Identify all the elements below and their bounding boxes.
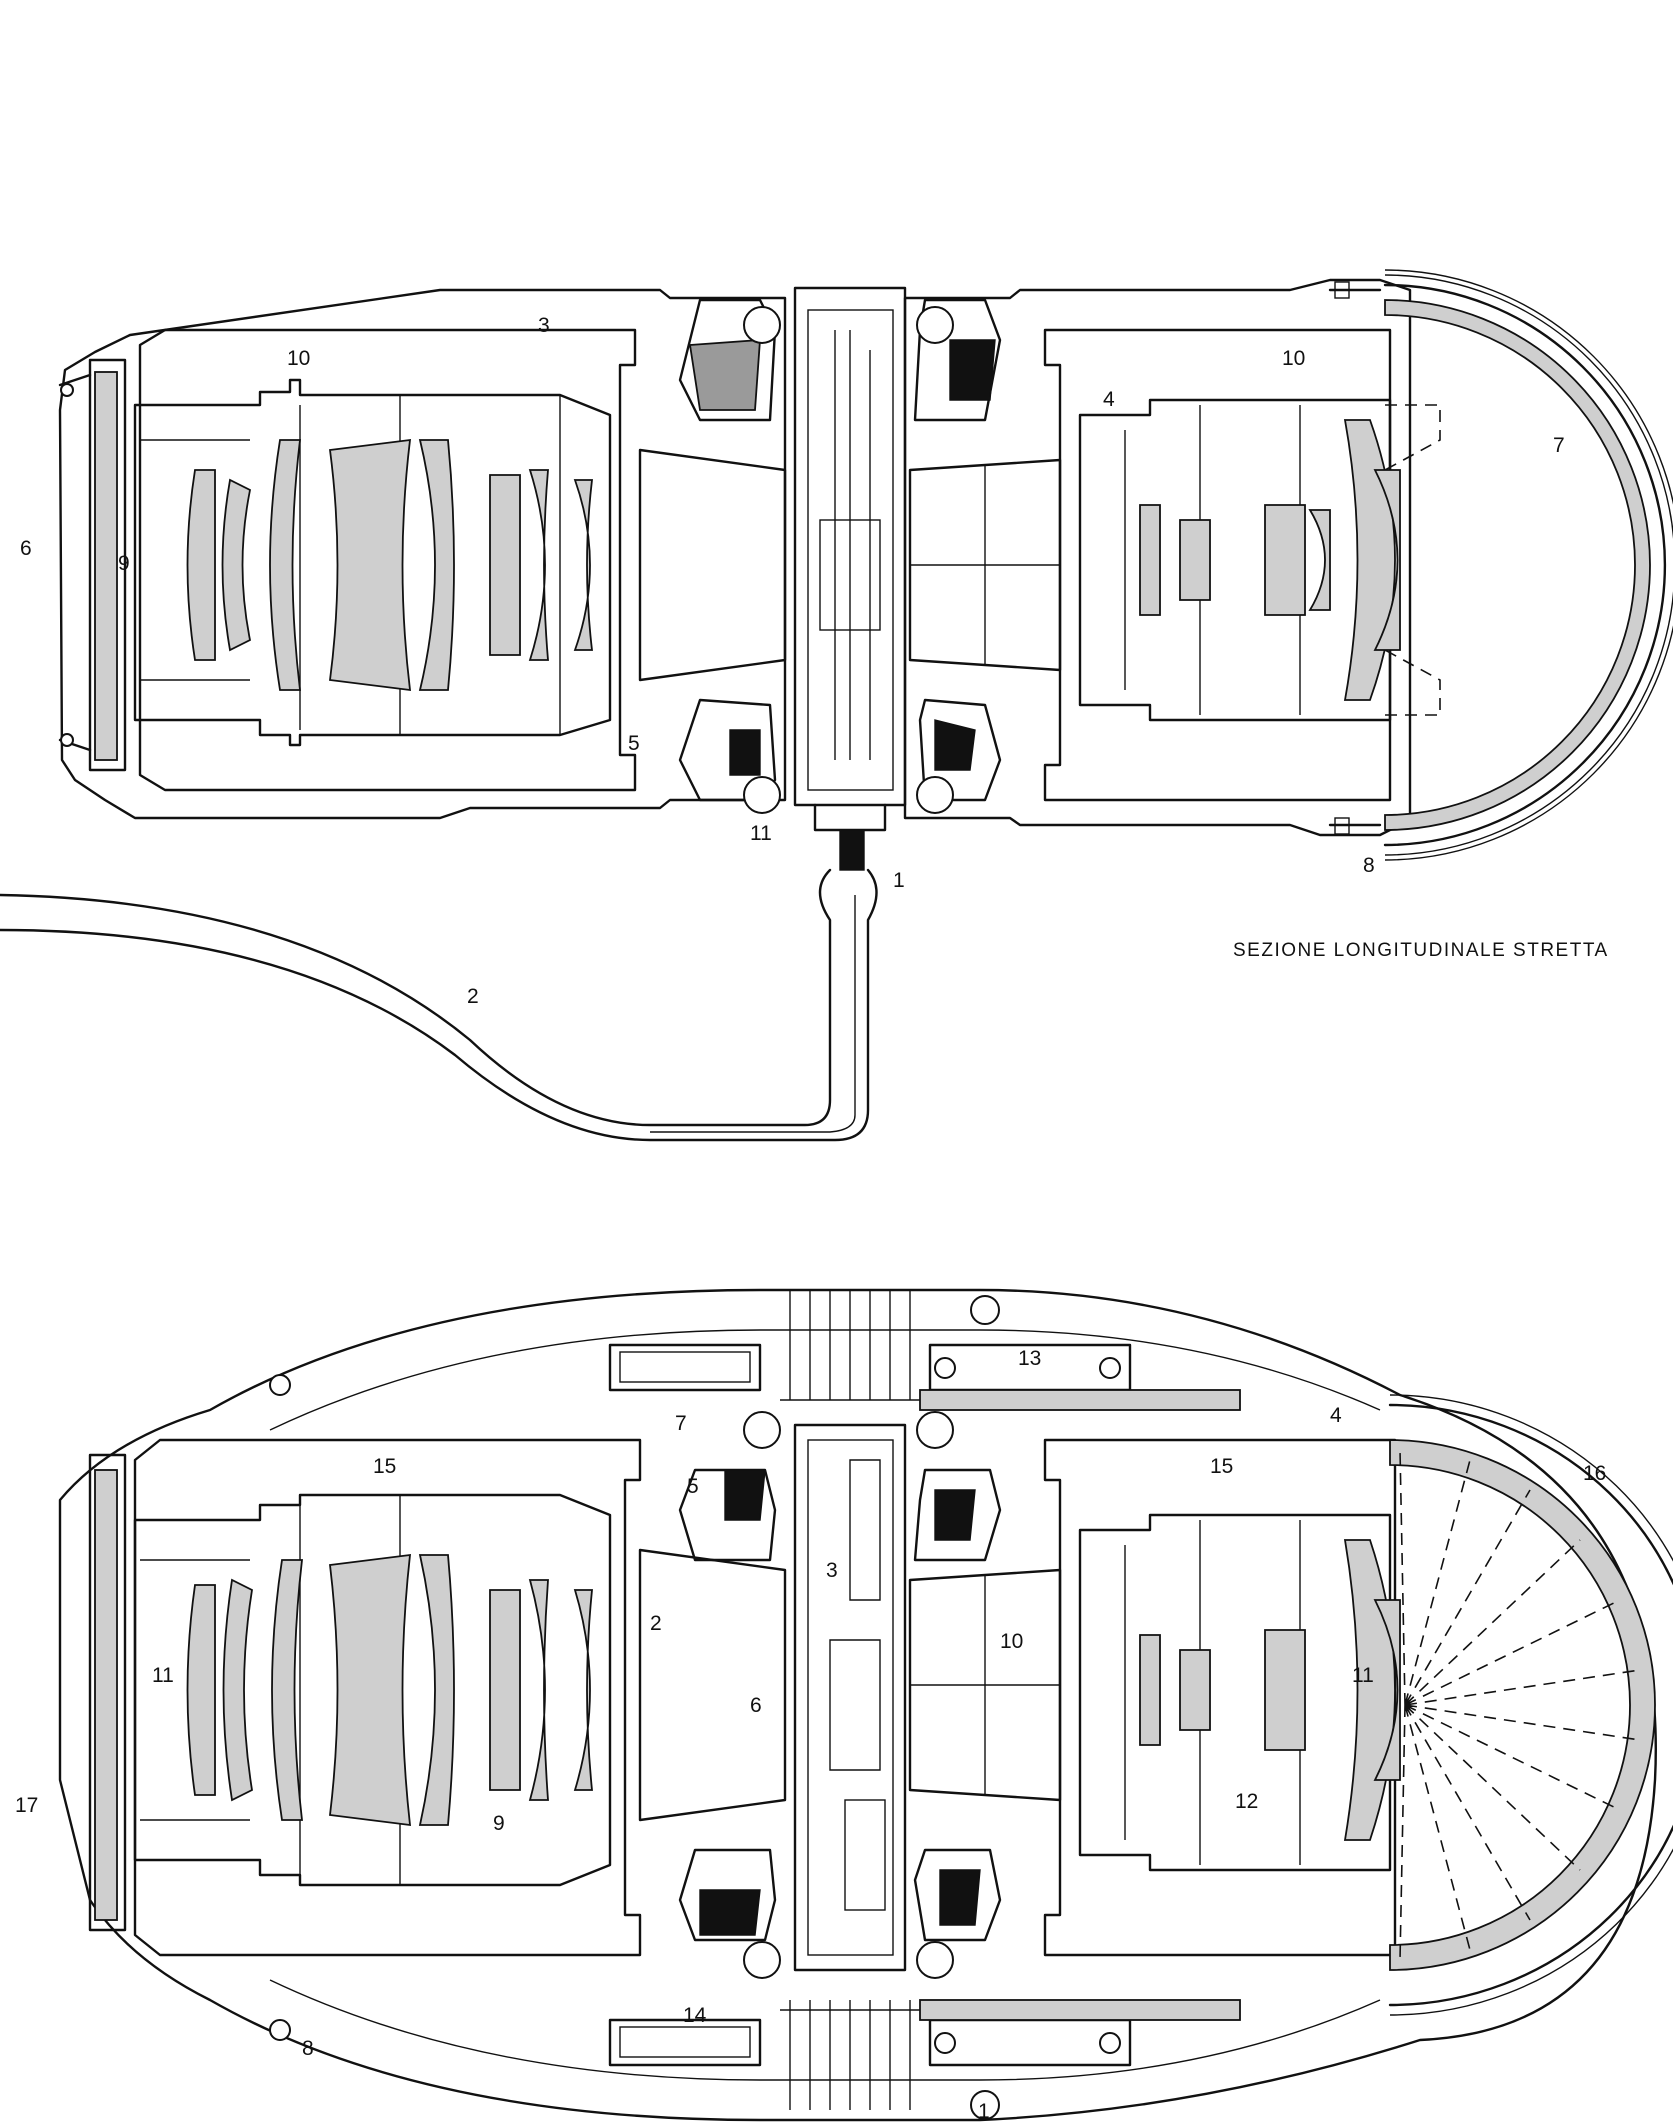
- callout-top-11: 11: [750, 822, 772, 845]
- callout-bottom-5: 5: [687, 1475, 699, 1498]
- callout-bottom-2: 2: [650, 1612, 662, 1635]
- callout-bottom-14: 14: [683, 2004, 707, 2027]
- top-section-drawing: [0, 269, 1673, 1142]
- callout-top-10b: 10: [1282, 347, 1305, 370]
- callout-top-7: 7: [1553, 434, 1565, 457]
- callout-bottom-3: 3: [826, 1559, 838, 1582]
- callout-top-2: 2: [467, 985, 479, 1008]
- callout-top-5: 5: [628, 732, 640, 755]
- callout-top-10a: 10: [287, 347, 310, 370]
- callout-bottom-12: 12: [1235, 1790, 1258, 1813]
- callout-bottom-4: 4: [1330, 1404, 1342, 1427]
- callout-bottom-8: 8: [302, 2037, 314, 2060]
- callout-bottom-9: 9: [493, 1812, 505, 1835]
- callout-bottom-1: 1: [978, 2100, 990, 2123]
- callout-bottom-15a: 15: [373, 1455, 396, 1478]
- bottom-section-drawing: [58, 1288, 1673, 2122]
- bottom-section-callouts: 1 2 3 4 5 6 7 8 9 10 11 11 12 13 14 15 1…: [15, 1347, 1606, 2123]
- callout-bottom-15b: 15: [1210, 1455, 1233, 1478]
- callout-bottom-10: 10: [1000, 1630, 1023, 1653]
- callout-top-8: 8: [1363, 854, 1375, 877]
- callout-bottom-6: 6: [750, 1694, 762, 1717]
- callout-top-3: 3: [538, 314, 550, 337]
- section-caption: SEZIONE LONGITUDINALE STRETTA: [1233, 940, 1609, 961]
- callout-bottom-13: 13: [1018, 1347, 1041, 1370]
- top-section-callouts: 1 2 3 4 5 6 7 8 9 10 10 11: [20, 314, 1565, 1008]
- callout-top-9: 9: [118, 552, 130, 575]
- callout-top-1: 1: [893, 869, 905, 892]
- callout-bottom-17: 17: [15, 1794, 38, 1817]
- callout-bottom-11a: 11: [152, 1664, 174, 1687]
- callout-top-4: 4: [1103, 388, 1115, 411]
- callout-top-6: 6: [20, 537, 32, 560]
- radial-dashes: [1399, 1449, 1641, 1961]
- bottom-grille: [789, 2000, 911, 2110]
- callout-bottom-16: 16: [1583, 1462, 1606, 1485]
- top-grille: [789, 1290, 911, 1400]
- callout-bottom-11b: 11: [1352, 1664, 1374, 1687]
- callout-bottom-7: 7: [675, 1412, 687, 1435]
